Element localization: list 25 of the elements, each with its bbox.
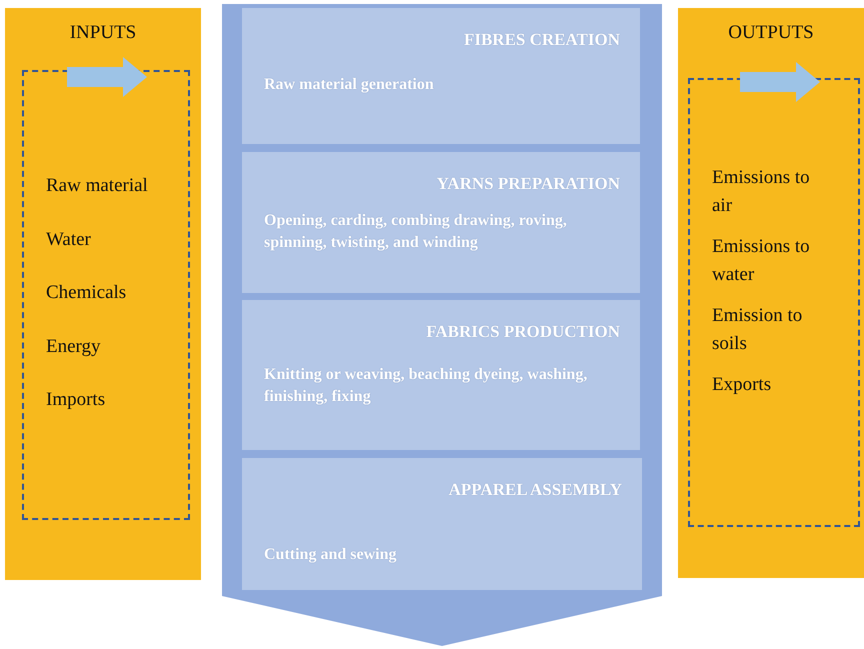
- stage-description: Cutting and sewing: [264, 545, 398, 565]
- input-output-panel: [5, 8, 201, 580]
- stage-title: FABRICS PRODUCTION: [426, 322, 620, 342]
- panel-heading: INPUTS: [68, 22, 138, 44]
- stage-title: YARNS PREPARATION: [436, 174, 620, 194]
- stage-box: [242, 458, 642, 590]
- list-item: Energy: [46, 334, 102, 359]
- stage-box: [242, 300, 640, 450]
- input-output-panel: [678, 8, 864, 578]
- stage-title: APPAREL ASSEMBLY: [448, 480, 622, 500]
- stage-box: [242, 8, 640, 144]
- list-item: Imports: [46, 388, 106, 412]
- list-item: Emission to soils: [712, 304, 804, 356]
- list-item: Emissions to water: [712, 235, 811, 287]
- list-item: Chemicals: [46, 281, 128, 306]
- list-item: Raw material: [46, 174, 149, 198]
- panel-heading: OUTPUTS: [727, 22, 815, 44]
- stage-description: Knitting or weaving, beaching dyeing, washing, finishing, fixing: [264, 365, 588, 408]
- list-item: Water: [46, 228, 92, 252]
- list-item: Emissions to air: [712, 166, 811, 218]
- stage-description: Opening, carding, combing drawing, roving, spinning, twisting, and winding: [264, 211, 568, 254]
- stage-box: [242, 152, 640, 293]
- list-item: Exports: [712, 373, 772, 398]
- stage-title: FIBRES CREATION: [464, 30, 620, 50]
- stage-description: Raw material generation: [264, 75, 435, 95]
